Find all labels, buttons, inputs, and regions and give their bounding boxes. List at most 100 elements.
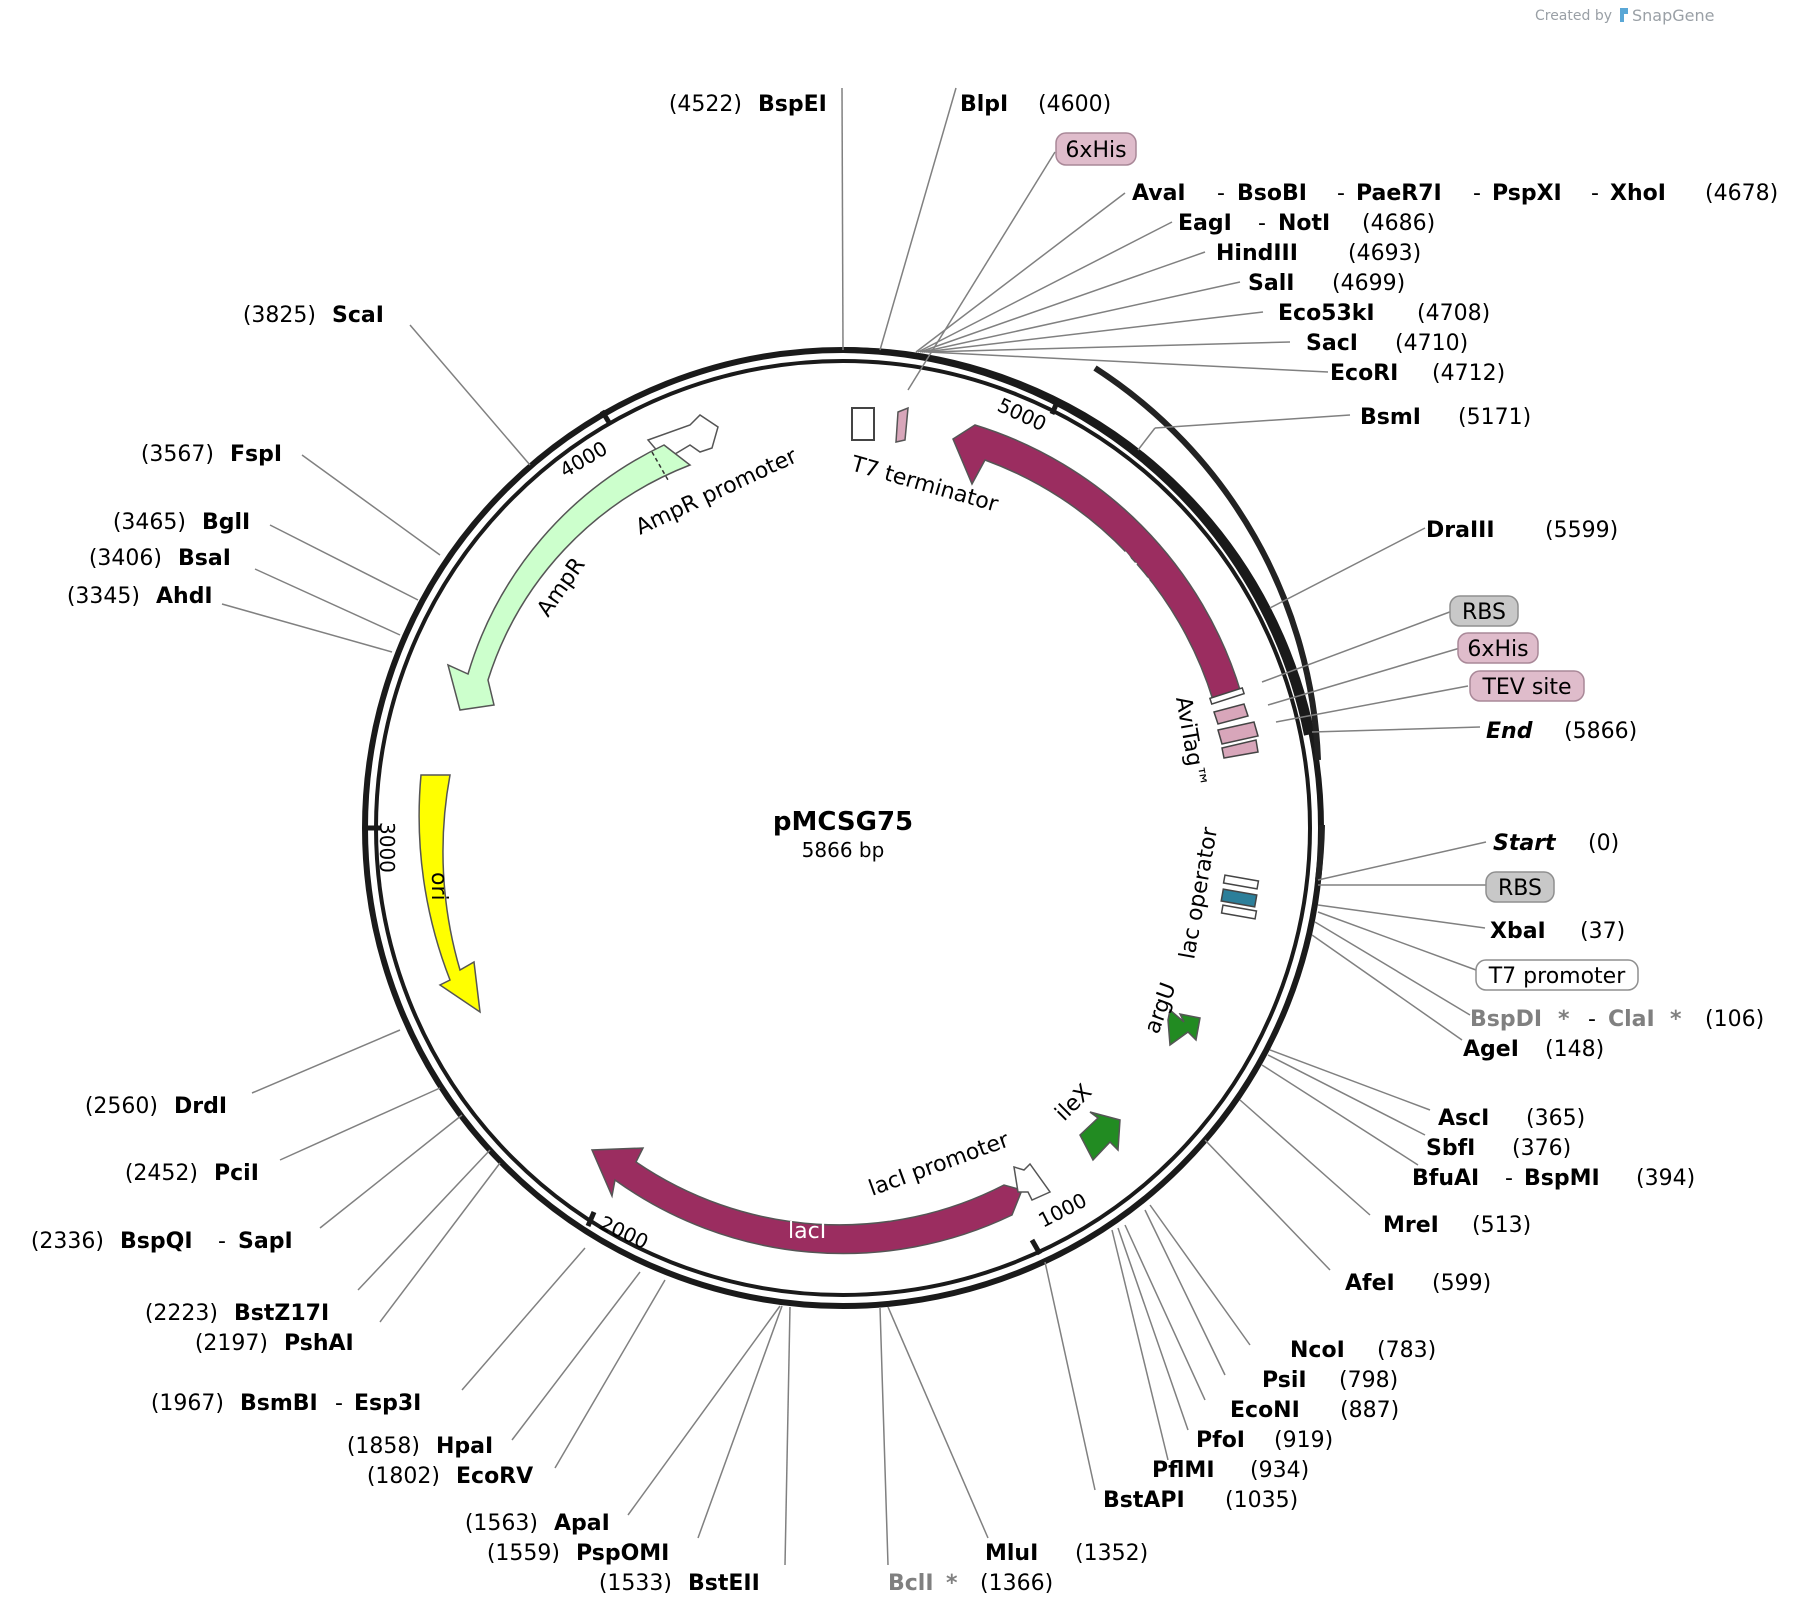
svg-text:-: - (335, 1391, 343, 1416)
pcii-name: PciI (214, 1161, 259, 1186)
drdi-name: DrdI (174, 1094, 227, 1119)
tick-label-5000: 5000 (994, 393, 1050, 436)
bcli-pos: (1366) (980, 1571, 1053, 1596)
tick-5000 (1049, 399, 1061, 415)
plasmid-length: 5866 bp (802, 838, 885, 862)
tag-6xhis-top-bg (1055, 132, 1137, 166)
ori-label: ori (426, 872, 451, 901)
tick-4000 (599, 409, 613, 426)
fspi-name: FspI (230, 442, 282, 467)
start-pos: (0) (1588, 831, 1619, 856)
avitag-label: AviTag™ (1170, 695, 1211, 790)
created-by-text: Created by (1535, 8, 1612, 24)
eagi-name: EagI (1178, 211, 1232, 236)
bspqi-name: BspQI (120, 1229, 193, 1254)
econi-pos: (887) (1340, 1398, 1399, 1423)
tick-1000 (1029, 1238, 1043, 1256)
tag-6xhis-right-bg (1457, 632, 1539, 664)
avai-name: AvaI (1132, 181, 1186, 206)
asci-pos: (365) (1526, 1106, 1585, 1131)
clai-pos: (106) (1705, 1007, 1764, 1032)
tick-label-3000: 3000 (375, 822, 399, 873)
tag-6xhis-right: 6xHis (1467, 637, 1528, 662)
bsmi-pos: (5171) (1458, 405, 1531, 430)
draiii-name: DraIII (1426, 518, 1495, 543)
agei-pos: (148) (1545, 1037, 1604, 1062)
apai-name: ApaI (554, 1511, 610, 1536)
ampr-promoter-boundary (651, 451, 669, 481)
bgli-name: BglI (202, 510, 250, 535)
laci-promoter-arrow (1013, 1162, 1052, 1201)
hpai-name: HpaI (436, 1434, 493, 1459)
lac-operator-label: lac operator (1175, 824, 1223, 961)
tick-label-2000: 2000 (596, 1211, 652, 1254)
pflmi-pos: (934) (1250, 1458, 1309, 1483)
bspdi-name: BspDI (1470, 1007, 1542, 1032)
sapi-name: SapI (238, 1229, 293, 1254)
bsobi-name: BsoBI (1237, 181, 1307, 206)
draiii-pos: (5599) (1545, 518, 1618, 543)
ncoi-name: NcoI (1290, 1338, 1345, 1363)
ncoi-pos: (783) (1377, 1338, 1436, 1363)
bcli-name: BclI (888, 1571, 934, 1596)
drdi-pos: (2560) (85, 1094, 158, 1119)
end-pos: (5866) (1564, 719, 1637, 744)
psii-name: PsiI (1262, 1368, 1307, 1393)
hindiii-pos: (4693) (1348, 241, 1421, 266)
apai-pos: (1563) (465, 1511, 538, 1536)
asci-name: AscI (1438, 1106, 1489, 1131)
avitag-box (1208, 686, 1246, 706)
tag-6xhis-top: 6xHis (1065, 138, 1126, 163)
sali-pos: (4699) (1332, 271, 1405, 296)
pspomi-name: PspOMI (576, 1541, 669, 1566)
ahdi-pos: (3345) (67, 584, 140, 609)
bspei-name: BspEI (758, 92, 827, 117)
outer-highlight-arc (1093, 365, 1321, 761)
svg-text:-: - (1337, 181, 1345, 206)
hpai-pos: (1858) (347, 1434, 420, 1459)
mrei-pos: (513) (1472, 1213, 1531, 1238)
feature-tags: 6xHis RBS 6xHis TEV site RBS T7 promoter (1055, 132, 1639, 991)
bira-region-outer-arc (842, 347, 1310, 736)
bsmi-name: BsmI (1360, 405, 1421, 430)
ori-arrow (418, 774, 481, 1014)
agei-name: AgeI (1463, 1037, 1519, 1062)
mlui-pos: (1352) (1075, 1541, 1148, 1566)
bsteii-pos: (1533) (599, 1571, 672, 1596)
pspxi-name: PspXI (1492, 181, 1562, 206)
pshai-pos: (2197) (195, 1331, 268, 1356)
xhoi-name: XhoI (1610, 181, 1666, 206)
pshai-name: PshAI (284, 1331, 354, 1356)
bspmi-name: BspMI (1524, 1166, 1600, 1191)
argu-arrow (1167, 1008, 1201, 1047)
bgli-pos: (3465) (113, 510, 186, 535)
svg-text:-: - (1473, 181, 1481, 206)
ecorv-pos: (1802) (367, 1464, 440, 1489)
bfuai-name: BfuAI (1412, 1166, 1479, 1191)
lac-operator-outline-2 (1220, 904, 1258, 920)
lac-operator-outline-1 (1222, 874, 1260, 890)
pfoi-pos: (919) (1274, 1428, 1333, 1453)
psii-pos: (798) (1339, 1368, 1398, 1393)
bspei-pos: (4522) (669, 92, 742, 117)
hindiii-name: HindIII (1216, 241, 1298, 266)
pcii-pos: (2452) (125, 1161, 198, 1186)
pfoi-name: PfoI (1196, 1428, 1245, 1453)
econi-name: EcoNI (1230, 1398, 1300, 1423)
clai-star: * (1670, 1007, 1682, 1032)
sbfi-name: SbfI (1426, 1136, 1475, 1161)
ecori-pos: (4712) (1432, 361, 1505, 386)
start-name: Start (1493, 831, 1557, 856)
bstapi-pos: (1035) (1225, 1488, 1298, 1513)
his-feature-small (1217, 721, 1259, 745)
tag-t7-promoter-bg (1475, 959, 1639, 991)
snapgene-credit: Created by SnapGene (1535, 6, 1715, 25)
svg-text:-: - (1258, 211, 1266, 236)
tag-tev-site: TEV site (1481, 675, 1571, 700)
sbfi-pos: (376) (1512, 1136, 1571, 1161)
bsmbi-name: BsmBI (240, 1391, 318, 1416)
svg-text:-: - (1588, 1007, 1596, 1032)
tag-rbs-lower: RBS (1498, 876, 1542, 901)
paer7i-name: PaeR7I (1356, 181, 1442, 206)
